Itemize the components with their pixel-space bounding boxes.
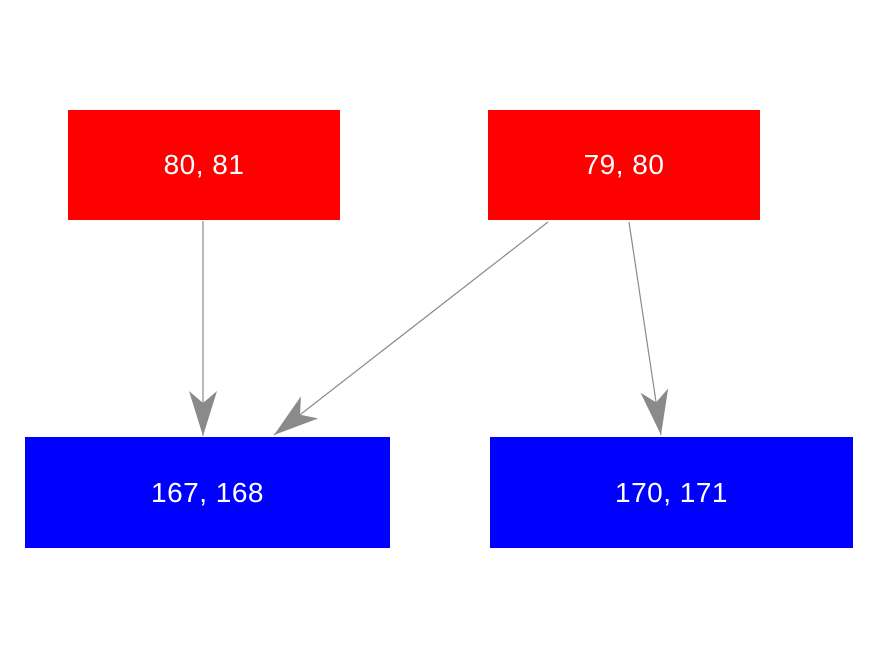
node-bottom-left: 167, 168 [25,437,390,548]
node-bottom-right: 170, 171 [490,437,853,548]
node-label: 167, 168 [151,476,264,508]
edge-topright-to-bottomright [628,221,669,436]
node-top-left: 80, 81 [68,110,340,220]
node-label: 79, 80 [583,149,665,180]
node-label: 170, 171 [615,476,728,508]
node-label: 80, 81 [163,149,245,180]
node-top-right: 79, 80 [488,110,760,220]
edge-topright-to-bottomleft [273,221,549,436]
